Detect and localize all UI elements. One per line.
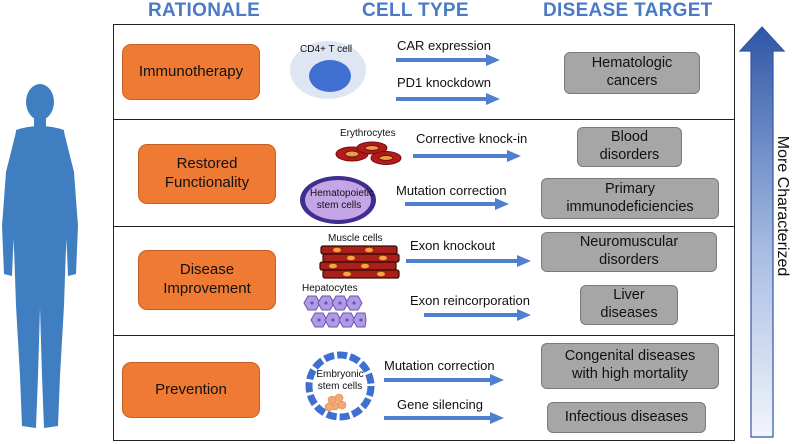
target-blood-disorders: Blood disorders <box>577 127 682 167</box>
muscle-cells-icon <box>319 245 400 279</box>
embryonic-stem-cells-icon <box>305 351 375 421</box>
arrow-exon-reincorporation <box>424 309 531 321</box>
approach-gene-silencing: Gene silencing <box>397 397 483 412</box>
arrow-car-expression <box>396 54 500 66</box>
more-characterized-arrow <box>738 26 786 438</box>
approach-mutation-correction-1: Mutation correction <box>396 183 507 198</box>
approach-corrective-knock-in: Corrective knock-in <box>416 131 528 146</box>
rationale-restored-functionality: Restored Functionality <box>138 144 276 204</box>
more-characterized-label: More Characterized <box>774 135 791 277</box>
target-hematologic-cancers: Hematologic cancers <box>564 52 700 94</box>
approach-pd1-knockdown: PD1 knockdown <box>397 75 491 90</box>
arrow-corrective-knock-in <box>413 150 521 162</box>
target-infectious-diseases: Infectious diseases <box>547 402 706 433</box>
target-primary-immunodeficiencies: Primary immunodeficiencies <box>541 178 719 219</box>
approach-exon-reincorporation: Exon reincorporation <box>410 293 530 308</box>
cell-label-esc: Embryonic stem cells <box>316 369 364 392</box>
approach-car-expression: CAR expression <box>397 38 491 53</box>
cell-label-hsc: Hematopoietic stem cells <box>310 188 374 211</box>
header-rationale: RATIONALE <box>148 0 261 21</box>
approach-exon-knockout: Exon knockout <box>410 238 496 253</box>
cell-label-erythrocytes: Erythrocytes <box>340 128 396 139</box>
t-cell-icon <box>290 41 366 99</box>
arrow-pd1-knockdown <box>396 93 500 105</box>
arrow-exon-knockout <box>406 255 531 267</box>
erythrocytes-icon <box>335 141 402 165</box>
arrow-mutation-correction-2 <box>384 374 504 386</box>
human-silhouette-icon <box>2 84 78 428</box>
header-cell-type: CELL TYPE <box>362 0 469 21</box>
rationale-immunotherapy: Immunotherapy <box>122 44 260 100</box>
cell-label-muscle: Muscle cells <box>328 233 383 244</box>
rationale-disease-improvement: Disease Improvement <box>138 250 276 310</box>
target-liver-diseases: Liver diseases <box>580 285 678 325</box>
hepatocytes-icon <box>303 295 367 328</box>
rationale-prevention: Prevention <box>122 362 260 418</box>
cell-label-hepatocytes: Hepatocytes <box>302 283 358 294</box>
target-neuromuscular-disorders: Neuromuscular disorders <box>541 232 717 272</box>
approach-mutation-correction-2: Mutation correction <box>384 358 495 373</box>
cell-label-cd4-t-cell: CD4+ T cell <box>300 44 353 55</box>
target-congenital-diseases: Congenital diseases with high mortality <box>541 343 719 389</box>
stem-cell-icon <box>300 176 376 224</box>
arrow-mutation-correction-1 <box>405 198 509 210</box>
header-disease-target: DISEASE TARGET <box>543 0 713 21</box>
arrow-gene-silencing <box>384 412 504 424</box>
